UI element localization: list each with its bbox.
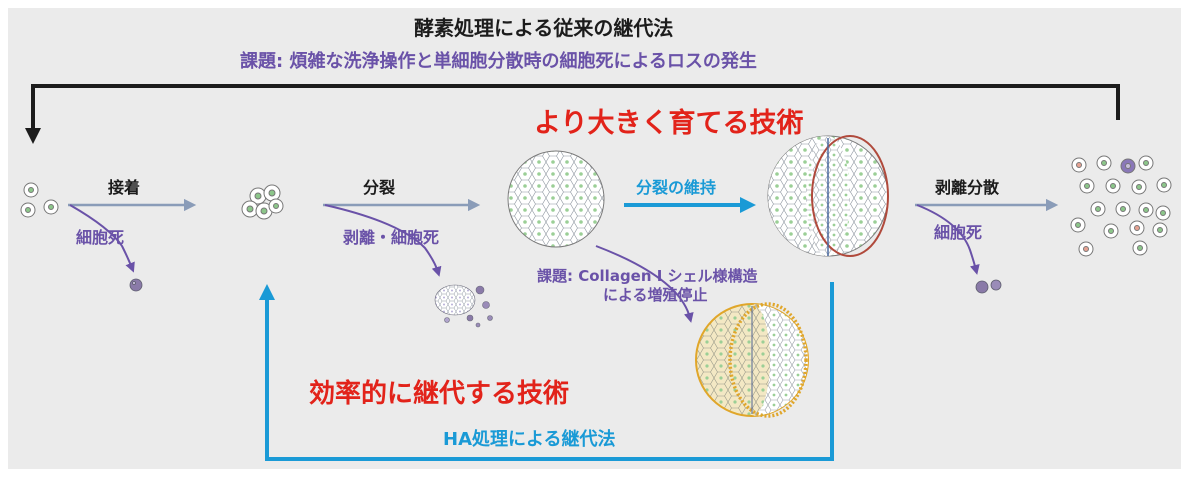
label-maintain: 分裂の維持 xyxy=(636,178,717,197)
label-divide-loss: 剥離・細胞死 xyxy=(343,228,440,247)
dispersed-cells xyxy=(1070,155,1172,257)
small-aggregate xyxy=(241,184,284,220)
label-attach-death: 細胞死 xyxy=(76,228,125,247)
label-attach: 接着 xyxy=(108,178,141,197)
label-ha-method: HA処理による継代法 xyxy=(443,429,616,450)
top-issue: 課題: 煩雑な洗浄操作と単細胞分散時の細胞死によるロスの発生 xyxy=(240,51,757,72)
spheroid xyxy=(507,150,605,248)
divide-loss-arrow xyxy=(324,204,442,277)
collagen-issue-line1: 課題: Collagen I シェル様構造 xyxy=(537,267,758,285)
collagen-shell-spheroid xyxy=(695,302,809,418)
single-cells xyxy=(20,182,59,218)
label-divide: 分裂 xyxy=(363,178,396,197)
dead-cells-right xyxy=(975,279,1002,294)
cell-debris xyxy=(434,284,493,328)
dissociate-death-arrow xyxy=(916,204,980,275)
bottom-loop-arrow xyxy=(259,282,834,461)
label-dissociate-death: 細胞死 xyxy=(934,223,983,242)
highlight-efficient-passage: 効率的に継代する技術 xyxy=(309,379,570,409)
collagen-issue-arrow xyxy=(595,245,694,323)
attach-death-arrow xyxy=(69,204,135,273)
large-spheroid xyxy=(767,135,889,257)
top-title: 酵素処理による従来の継代法 xyxy=(414,16,674,40)
highlight-grow-bigger: より大きく育てる技術 xyxy=(534,108,804,139)
collagen-issue-line2: による増殖停止 xyxy=(603,286,708,304)
dead-cell xyxy=(129,278,143,292)
label-dissociate: 剥離分散 xyxy=(935,178,1000,197)
top-loop-arrow xyxy=(25,84,1120,144)
